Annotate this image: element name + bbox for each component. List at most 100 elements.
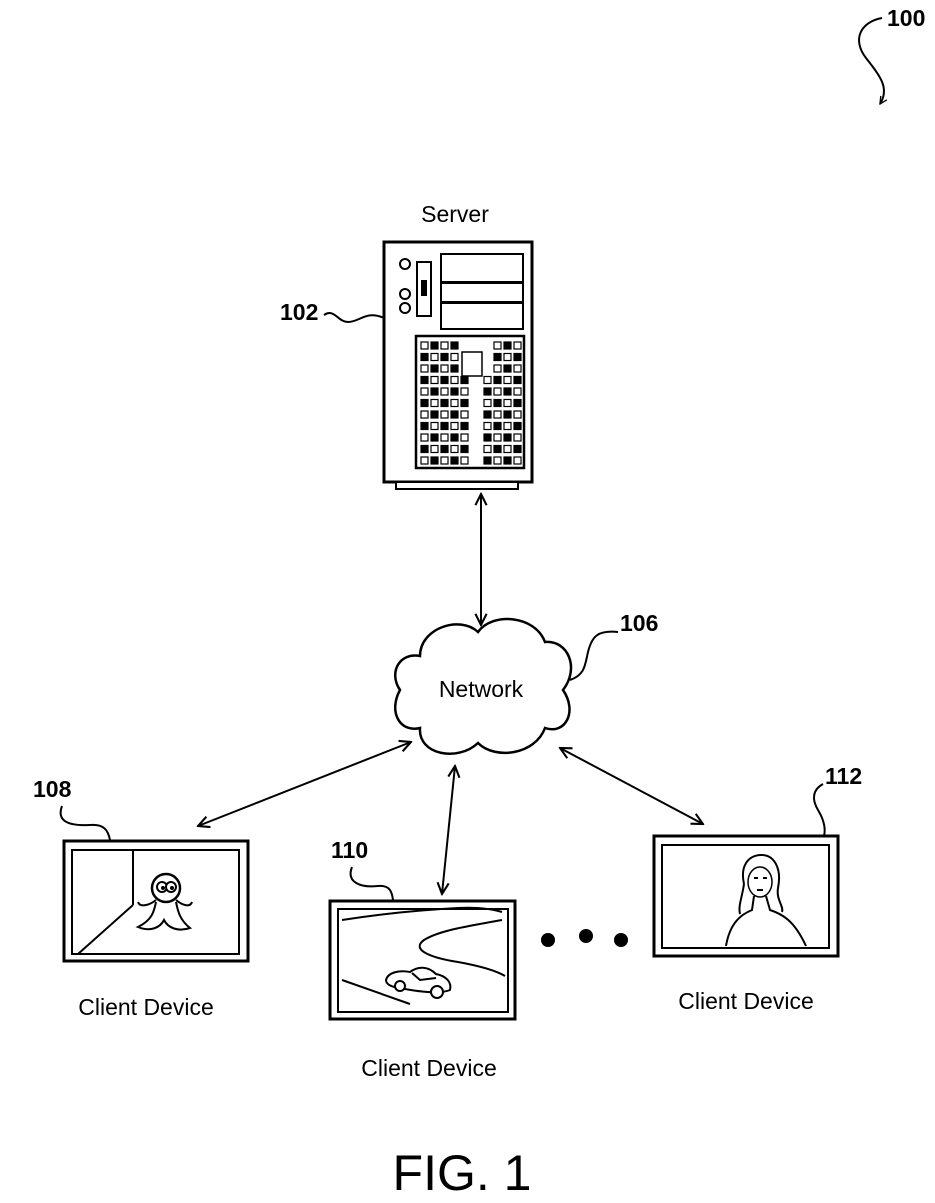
grille-cell (440, 398, 449, 408)
grille-cell (450, 375, 459, 385)
grille-cell (483, 444, 492, 454)
grille-cell (460, 375, 469, 385)
grille-cell (513, 421, 522, 431)
grille-cell (513, 456, 522, 465)
car-icon (384, 966, 452, 999)
figure-caption: FIG. 1 (393, 1145, 532, 1201)
grille-cell (420, 433, 429, 442)
grille-cell (440, 364, 449, 373)
server-label: Server (421, 201, 489, 227)
grille-cell (460, 421, 469, 431)
client-left-ref-label: 108 (33, 776, 72, 802)
grille-cell (483, 421, 492, 431)
figure-ref-leader (858, 17, 884, 104)
grille-cell (420, 456, 429, 465)
client-left-ref-leader (59, 805, 111, 841)
grille-cell (493, 421, 502, 431)
grille-cell (493, 456, 502, 465)
client-right-label: Client Device (678, 988, 814, 1014)
grille-cell (503, 456, 512, 465)
grille-cell (493, 352, 502, 362)
grille-cell (503, 375, 512, 385)
grille-cell (513, 433, 522, 442)
client-left-label: Client Device (78, 994, 214, 1020)
server-ref-leader (323, 312, 385, 324)
grille-cell (483, 410, 492, 419)
grille-cell (513, 341, 522, 350)
grille-cell (440, 433, 449, 442)
client-middle-display (328, 899, 517, 1021)
grille-cell (430, 352, 439, 362)
grille-cell (420, 341, 429, 350)
grille-cell (430, 433, 439, 442)
network-client-left-link (198, 742, 411, 826)
grille-cell (440, 456, 449, 465)
grille-cell (440, 352, 449, 362)
grille-cell (420, 410, 429, 419)
grille-cell (430, 421, 439, 431)
grille-cell (483, 387, 492, 396)
grille-cell (503, 410, 512, 419)
grille-cell (503, 387, 512, 396)
server-grille (420, 341, 522, 465)
grille-cell (503, 398, 512, 408)
grille-cell (460, 433, 469, 442)
grille-cell (493, 398, 502, 408)
grille-cell (450, 410, 459, 419)
grille-cell (460, 444, 469, 454)
grille-cell (430, 341, 439, 350)
grille-cell (483, 375, 492, 385)
grille-cell (450, 364, 459, 373)
grille-cell (450, 398, 459, 408)
grille-cell (503, 433, 512, 442)
client-right-ref-label: 112 (825, 763, 862, 789)
grille-cell (493, 364, 502, 373)
grille-cell (420, 352, 429, 362)
grille-cell (493, 341, 502, 350)
grille-cell (460, 387, 469, 396)
grille-cell (513, 375, 522, 385)
grille-cell (440, 341, 449, 350)
grille-cell (450, 352, 459, 362)
grille-cell (493, 433, 502, 442)
figure-ref-label: 100 (887, 5, 925, 31)
grille-cell (503, 352, 512, 362)
grille-cell (513, 398, 522, 408)
grille-cell (420, 444, 429, 454)
grille-cell (450, 433, 459, 442)
network-cloud-icon (394, 617, 573, 755)
grille-cell (503, 444, 512, 454)
grille-cell (460, 398, 469, 408)
grille-cell (430, 364, 439, 373)
grille-cell (493, 375, 502, 385)
grille-cell (430, 456, 439, 465)
grille-cell (503, 421, 512, 431)
client-right-display (652, 834, 840, 958)
network-label: Network (439, 676, 524, 702)
person-portrait-icon (725, 853, 807, 947)
grille-cell (450, 341, 459, 350)
client-middle-ref-leader (349, 866, 394, 901)
grille-cell (493, 410, 502, 419)
network-client-right-link (560, 748, 703, 824)
character-icon (135, 872, 193, 931)
grille-cell (513, 410, 522, 419)
grille-cell (450, 387, 459, 396)
grille-cell (483, 456, 492, 465)
grille-cell (430, 444, 439, 454)
grille-cell (460, 410, 469, 419)
grille-cell (513, 352, 522, 362)
grille-cell (513, 364, 522, 373)
grille-cell (460, 456, 469, 465)
grille-cell (420, 421, 429, 431)
grille-cell (440, 387, 449, 396)
grille-cell (440, 421, 449, 431)
grille-cell (440, 410, 449, 419)
grille-cell (503, 341, 512, 350)
grille-cell (440, 444, 449, 454)
grille-cell (450, 456, 459, 465)
grille-cell (430, 375, 439, 385)
grille-cell (513, 387, 522, 396)
grille-cell (440, 375, 449, 385)
server-ref-label: 102 (280, 299, 318, 325)
